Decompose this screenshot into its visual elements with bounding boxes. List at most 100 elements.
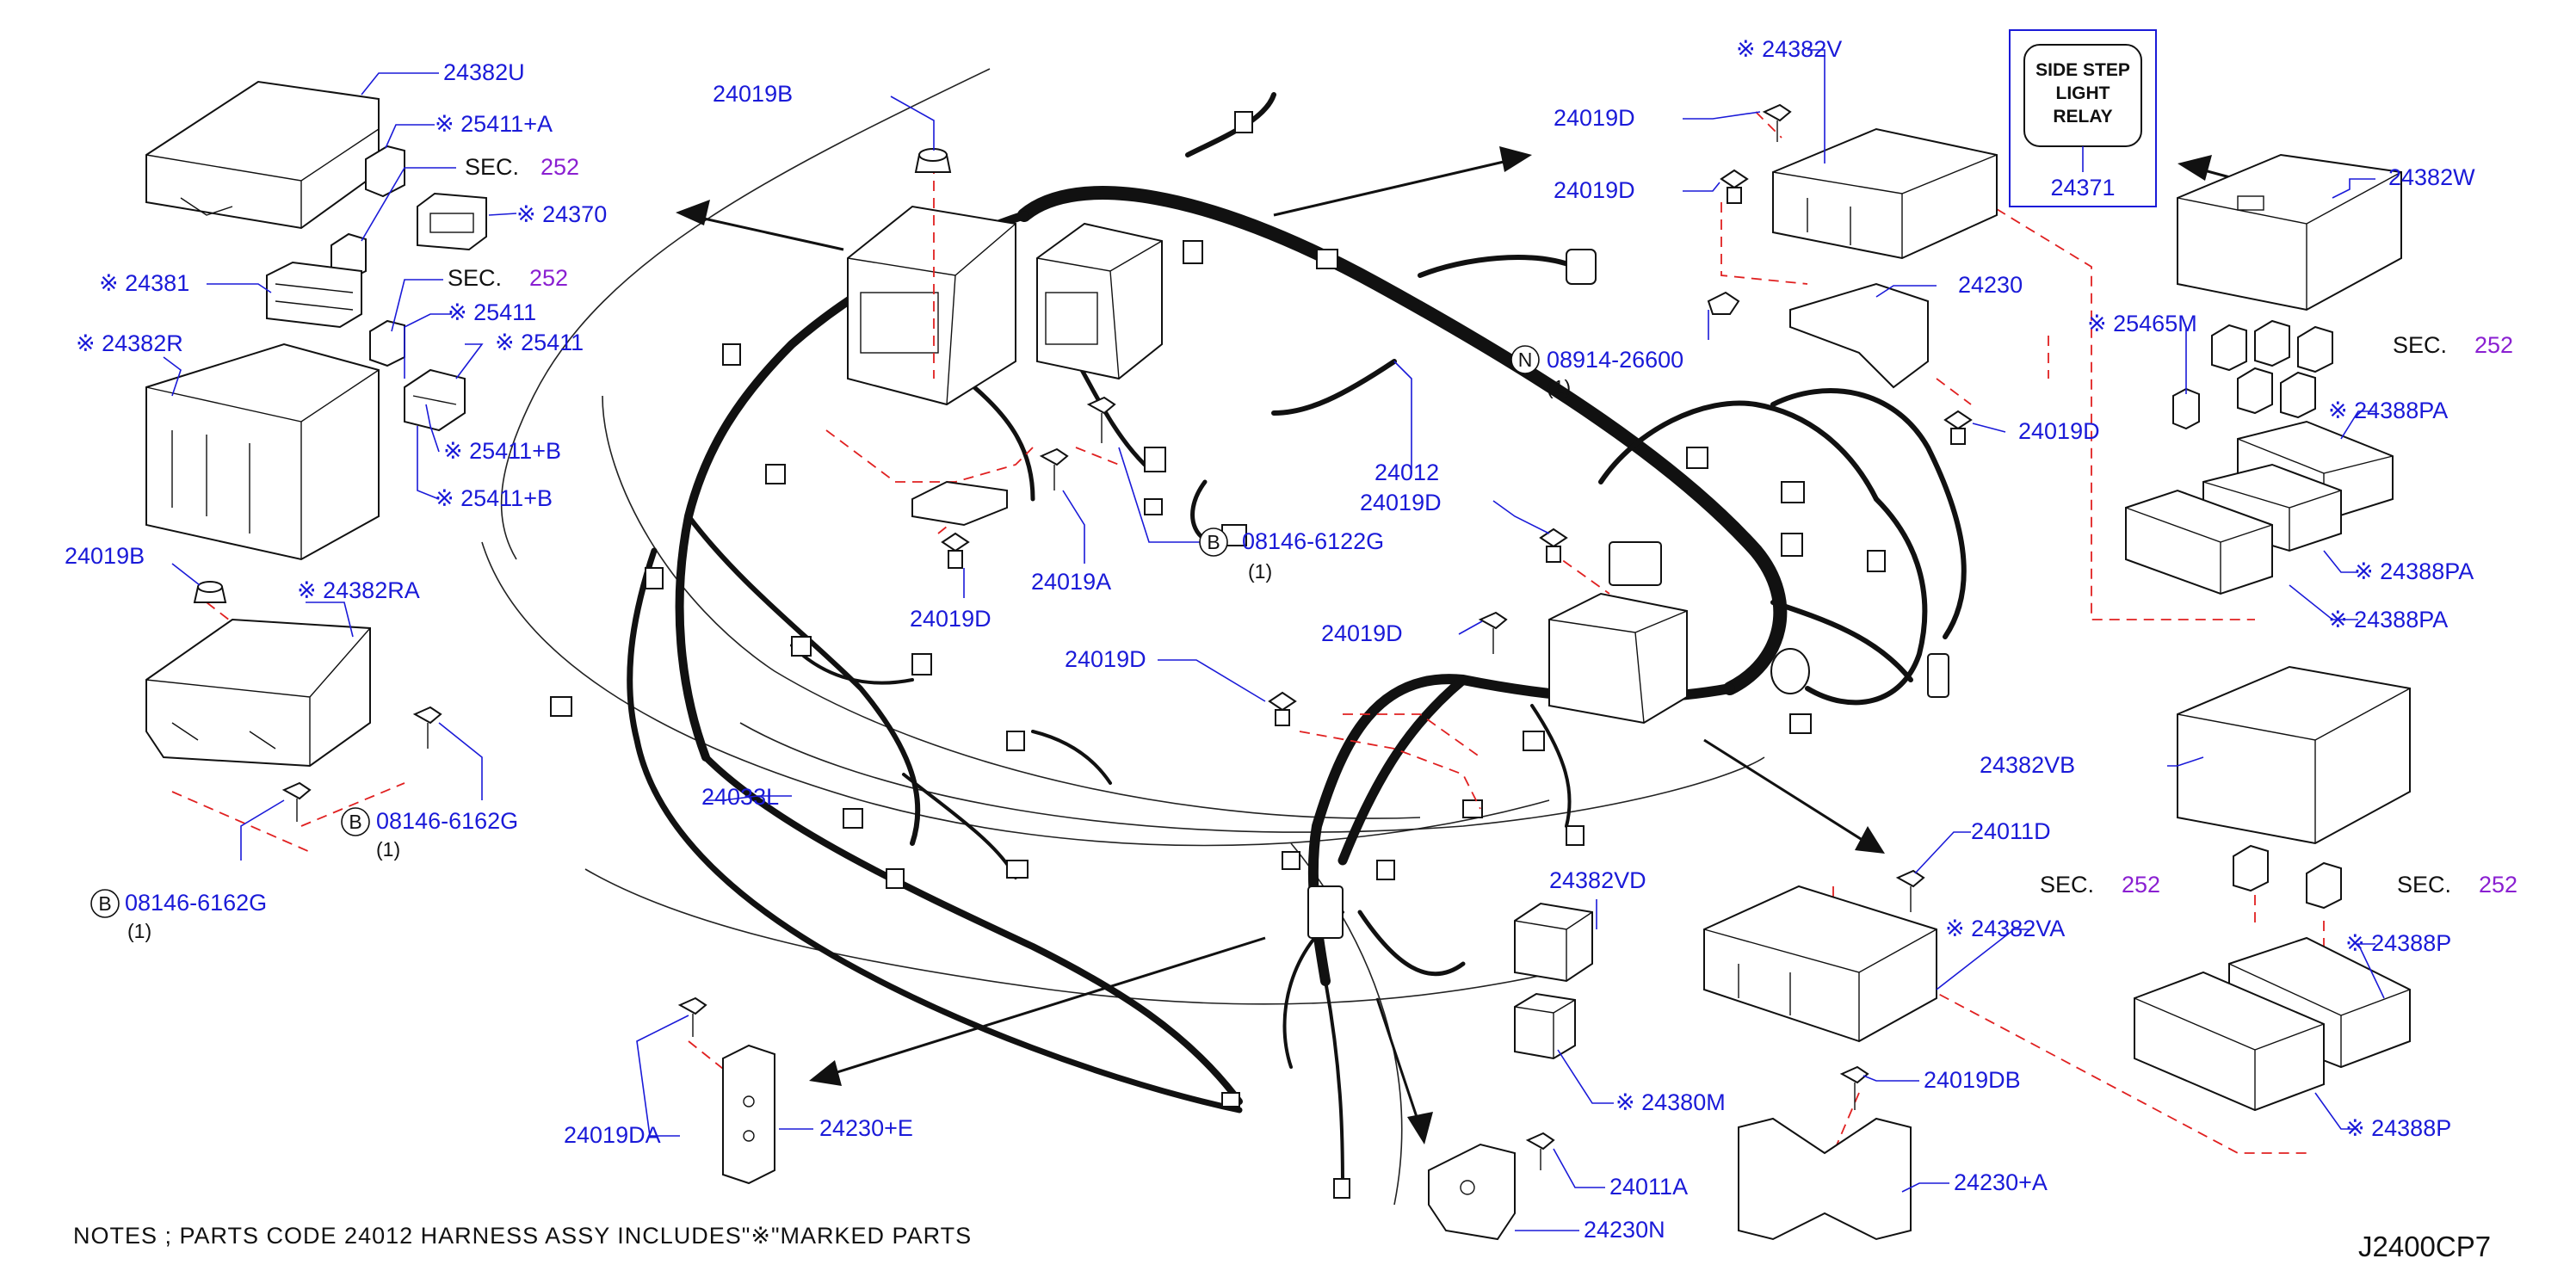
label-24382V: ※ 24382V [1736,36,1842,62]
clip-24019B-top [914,148,952,173]
label-24382U: 24382U [443,59,525,85]
fuse-block-24381 [266,261,362,329]
label-24382RA: ※ 24382RA [297,577,420,603]
relay-box-line-3: RELAY [2053,107,2112,126]
marker-n-1: N [1518,349,1533,371]
harness-connectors [550,111,1949,1199]
relays-sec252-lower [2233,844,2342,910]
center-relay-block [1548,592,1688,725]
bolt-left-1 [412,706,442,749]
label-24019B-top: 24019B [713,81,793,107]
marker-b-1: B [349,811,361,833]
clip-24019D-mid [1539,527,1568,563]
label-sec-5: SEC. [2397,872,2451,898]
label-24381: ※ 24381 [99,270,189,296]
relays-sec252-right [2211,319,2333,419]
engine-room-fuse-block [847,205,1163,406]
fuse-25465M [2172,387,2200,430]
label-24382W: 24382W [2388,164,2475,190]
fuse-box-cover-24382U [145,80,380,230]
bolt-24019D-mid2 [1478,611,1508,654]
label-24382R: ※ 24382R [76,330,183,356]
label-24019B-left: 24019B [65,543,145,569]
bolt-24011A [1525,1132,1555,1170]
side-step-light-relay-box: SIDE STEP LIGHT RELAY 24371 [2009,29,2157,207]
circled-markers: B B B N [90,345,1540,918]
label-sec-4: SEC. [2040,872,2094,898]
label-24011D: 24011D [1971,818,2051,844]
fuse-bracket-24382VA [1703,885,1937,1043]
label-24019D-m3: 24019D [1065,646,1146,672]
label-25411A: ※ 25411+A [435,111,553,137]
relay-25411-sec [369,319,405,367]
label-24370: ※ 24370 [516,201,607,227]
relay-box-line-2: LIGHT [2056,83,2110,103]
label-24011A: 24011A [1609,1174,1688,1200]
label-25411-b: ※ 25411 [495,330,584,355]
clip-24019D-mid3 [1268,691,1297,726]
label-24380M: ※ 24380M [1615,1089,1726,1115]
label-24230: 24230 [1958,272,2023,298]
label-24388PA-2: ※ 24388PA [2354,558,2474,584]
bracket-24230N [1428,1143,1516,1241]
bracket-24230A [1738,1117,1912,1241]
label-bolt-08146-6162G-2: 08146-6162G [125,890,267,916]
label-25411B-2: ※ 25411+B [435,485,553,511]
fuse-block-24388PA-3 [2125,489,2273,595]
label-24382VD: 24382VD [1549,867,1646,893]
relay-24382VD [1514,902,1593,983]
label-24388PA-1: ※ 24388PA [2328,398,2448,423]
label-24382VA: ※ 24382VA [1945,916,2065,941]
label-25411B-1: ※ 25411+B [443,438,561,464]
fuse-block-24388P-2 [2134,971,2325,1112]
bolt-24019A [1039,447,1069,490]
routing-arrows [676,146,2307,1144]
leader-lines [163,49,2385,1231]
label-24230E: 24230+E [819,1115,913,1141]
label-25465M: ※ 25465M [2087,311,2197,336]
relay-24380M [1514,992,1576,1060]
label-bolt-08146-6162G-1: 08146-6162G [376,808,518,834]
label-sec-4-num: 252 [2122,872,2160,898]
label-24019D-t1: 24019D [1554,105,1635,131]
label-nut-qty: (1) [1547,376,1571,398]
label-25411-a: ※ 25411 [448,299,536,325]
label-24388P-2: ※ 24388P [2345,1115,2451,1141]
bolt-24019D-t1 [1762,103,1792,142]
relay-bracket-24382V [1772,127,1998,260]
clip-24019D-r [1943,410,1973,445]
clip-24019B-left [193,581,227,603]
label-24019D-center: 24019D [910,606,991,632]
label-bolt-3-qty: (1) [1248,560,1272,583]
label-24019D-m2: 24019D [1321,620,1403,646]
label-sec-3-num: 252 [2474,332,2513,358]
label-24388PA-3: ※ 24388PA [2328,607,2448,632]
label-24019DA: 24019DA [564,1122,661,1148]
nut-08914-26600 [1707,291,1740,315]
label-24230N: 24230N [1584,1217,1665,1243]
label-24012: 24012 [1374,460,1439,485]
label-bolt-1-qty: (1) [376,838,400,861]
clip-24019D-t2 [1720,169,1749,204]
label-24019D-r: 24019D [2018,418,2100,444]
label-24230A: 24230+A [1954,1169,2048,1195]
bracket-24230E [722,1044,775,1185]
label-sec-5-num: 252 [2479,872,2517,898]
label-bolt-08146-6122G: 08146-6122G [1242,528,1384,554]
label-sec-1: SEC. [465,154,519,180]
harness-notes: NOTES ; PARTS CODE 24012 HARNESS ASSY IN… [73,1223,972,1249]
label-24019D-t2: 24019D [1554,177,1635,203]
label-sec-3: SEC. [2393,332,2447,358]
bolt-left-2 [281,781,312,822]
part-labels: 24382U ※ 25411+A SEC. 252 ※ 24370 ※ 2438… [65,36,2517,1243]
fuse-24370 [417,192,487,251]
label-sec-1-num: 252 [541,154,579,180]
label-sec-2: SEC. [448,265,502,291]
label-24019A: 24019A [1031,569,1111,595]
relay-box-line-1: SIDE STEP [2035,60,2130,80]
bolt-24019DB [1839,1065,1869,1110]
relay-box-24382W [2177,153,2402,312]
drawing-code: J2400CP7 [2358,1231,2491,1262]
label-24033L: 24033L [701,784,779,810]
